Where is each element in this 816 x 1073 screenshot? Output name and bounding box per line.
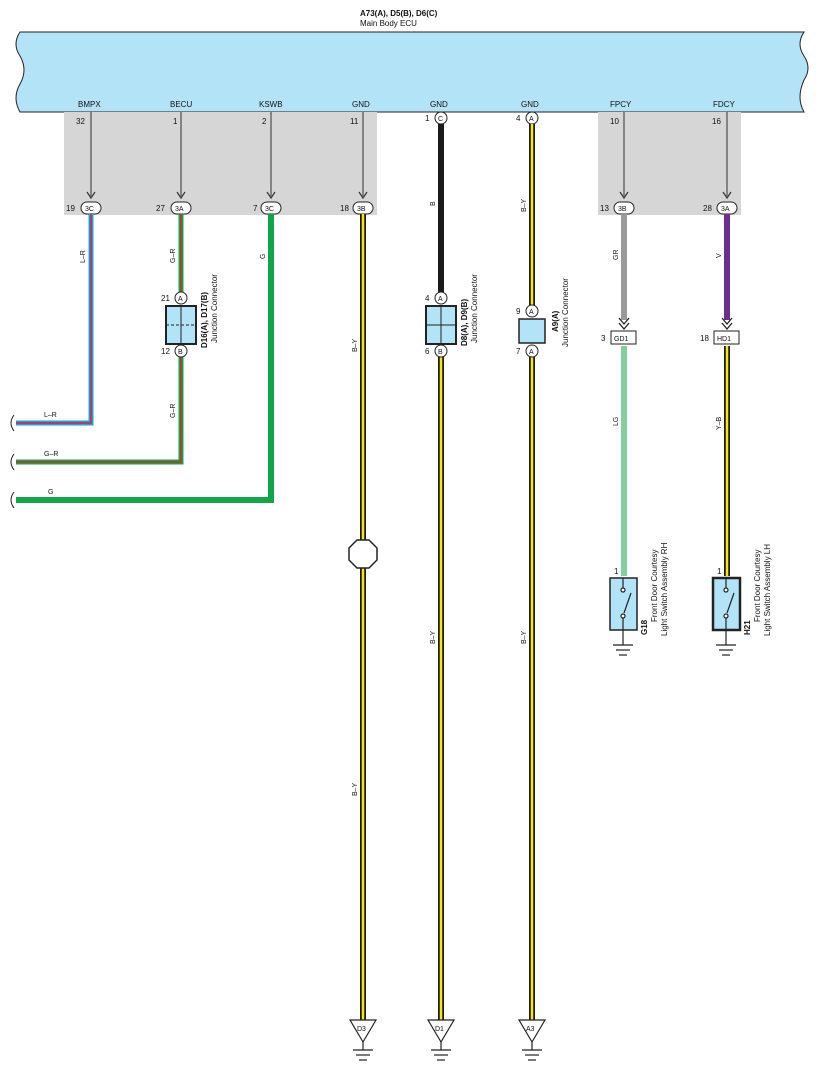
junction-2-bottom-pin: 6: [425, 347, 430, 356]
wire-label-fdcy-upper: V: [716, 253, 723, 258]
junction-3-bottom-pin: 7: [516, 347, 521, 356]
junction-connector-3: [518, 318, 546, 344]
ground-d1-label: D1: [435, 1026, 444, 1033]
wire-label-gnd-3-lower: B–Y: [521, 630, 528, 644]
wire-label-gnd-3-upper: B–Y: [521, 198, 528, 212]
switch-rh-code: G18: [640, 619, 649, 635]
wire-label-becu-lower: G–R: [170, 404, 177, 418]
signal-label-gnd-2: GND: [430, 100, 448, 109]
ecu-pin-fpcy: 10: [610, 117, 619, 126]
junction-2-code: D8(A), D9(B): [460, 299, 469, 346]
signal-label-fdcy: FDCY: [713, 100, 735, 109]
inline-connector-hd1: [713, 330, 740, 345]
wire-label-gnd-1-lower: B–Y: [352, 782, 359, 796]
switch-lh-code: H21: [743, 620, 752, 635]
ecu-pin-gnd-2: 1: [425, 114, 430, 123]
ecu-connector-panel-right: [598, 112, 741, 215]
junction-3-code: A9(A): [551, 310, 560, 332]
inline-connector-gd1: [610, 330, 637, 345]
wire-label-fdcy-lower: Y–B: [716, 416, 723, 430]
wire-label-kswb: G: [260, 254, 267, 259]
signal-label-gnd-1: GND: [352, 100, 370, 109]
wire-kswb: [16, 214, 274, 503]
wire-label-left-lr: L–R: [44, 412, 57, 419]
wire-label-gnd-2-upper: B: [430, 201, 437, 206]
switch-rh-pin: 1: [614, 567, 619, 576]
connector-pin-gnd-1: 18: [340, 204, 349, 213]
connector-code-fpcy: 3B: [618, 206, 627, 213]
connector-pin-bmpx: 19: [66, 204, 75, 213]
ecu-pin-becu: 1: [173, 117, 178, 126]
switch-lh-pin: 1: [717, 567, 722, 576]
junction-3-top-pin: 9: [516, 307, 521, 316]
pin-connector-gnd-3: A: [529, 116, 534, 123]
wire-label-fpcy-lower: LG: [613, 417, 620, 426]
ecu-pin-gnd-1: 11: [350, 117, 359, 126]
switch-rh-name-line1: Front Door Courtesy: [650, 550, 659, 622]
signal-label-kswb: KSWB: [259, 100, 283, 109]
junction-1-top-pin: 21: [161, 294, 170, 303]
ecu-pin-kswb: 2: [262, 117, 267, 126]
connector-pin-becu: 27: [156, 204, 165, 213]
signal-label-fpcy: FPCY: [610, 100, 632, 109]
connector-pin-fpcy: 13: [600, 204, 609, 213]
switch-rh-name-line2: Light Switch Assembly RH: [660, 542, 669, 636]
inline-connector-gd1-code: GD1: [614, 336, 629, 343]
switch-lh-name-line2: Light Switch Assembly LH: [763, 544, 772, 636]
inline-connector-hd1-pin: 18: [700, 334, 709, 343]
wire-label-becu-upper: G–R: [170, 249, 177, 263]
junction-3-bottom-conn: A: [529, 349, 534, 356]
junction-1-code: D16(A), D17(B): [200, 292, 209, 348]
wire-label-gnd-2-lower: B–Y: [430, 630, 437, 644]
junction-2-name: Junction Connector: [470, 274, 479, 343]
junction-2-top-conn: A: [438, 296, 443, 303]
junction-3-top-conn: A: [529, 309, 534, 316]
junction-1-bottom-pin: 12: [161, 347, 170, 356]
connector-code-becu: 3A: [175, 206, 184, 213]
ecu-pin-bmpx: 32: [76, 117, 85, 126]
connector-code-kswb: 3C: [265, 206, 274, 213]
wire-label-gnd-1-upper: B–Y: [352, 338, 359, 352]
connector-code-fdcy: 3A: [721, 206, 730, 213]
junction-2-top-pin: 4: [425, 294, 430, 303]
main-body-ecu-box: [15, 31, 809, 113]
signal-label-gnd-3: GND: [521, 100, 539, 109]
signal-label-becu: BECU: [170, 100, 192, 109]
ecu-pin-gnd-3: 4: [516, 114, 521, 123]
junction-1-name: Junction Connector: [210, 274, 219, 343]
connector-pin-fdcy: 28: [703, 204, 712, 213]
connector-code-bmpx: 3C: [85, 206, 94, 213]
wire-label-fpcy-upper: GR: [613, 250, 620, 261]
connector-code-gnd-1: 3B: [357, 206, 366, 213]
wire-label-left-g: G: [48, 489, 53, 496]
wire-becu: [16, 214, 184, 465]
junction-2-bottom-conn: B: [438, 349, 443, 356]
ecu-pin-fdcy: 16: [712, 117, 721, 126]
pin-connector-gnd-2: C: [438, 116, 443, 123]
junction-3-name: Junction Connector: [561, 278, 570, 347]
ground-a3-label: A3: [526, 1026, 535, 1033]
wire-bmpx: [16, 214, 94, 426]
inline-connector-gd1-pin: 3: [601, 334, 606, 343]
connector-pin-kswb: 7: [253, 204, 258, 213]
ecu-connector-panel-left: [64, 112, 377, 215]
signal-label-bmpx: BMPX: [78, 100, 101, 109]
inline-connector-hd1-code: HD1: [717, 336, 731, 343]
splice-point: [348, 539, 378, 569]
junction-1-top-conn: A: [178, 296, 183, 303]
wire-label-bmpx: L–R: [80, 250, 87, 263]
ground-d3-label: D3: [357, 1026, 366, 1033]
switch-lh-name-line1: Front Door Courtesy: [753, 550, 762, 622]
ecu-name-label: Main Body ECU: [360, 19, 417, 28]
wire-label-left-gr: G–R: [44, 451, 58, 458]
ecu-code-label: A73(A), D5(B), D6(C): [360, 9, 438, 18]
junction-1-bottom-conn: B: [178, 349, 183, 356]
